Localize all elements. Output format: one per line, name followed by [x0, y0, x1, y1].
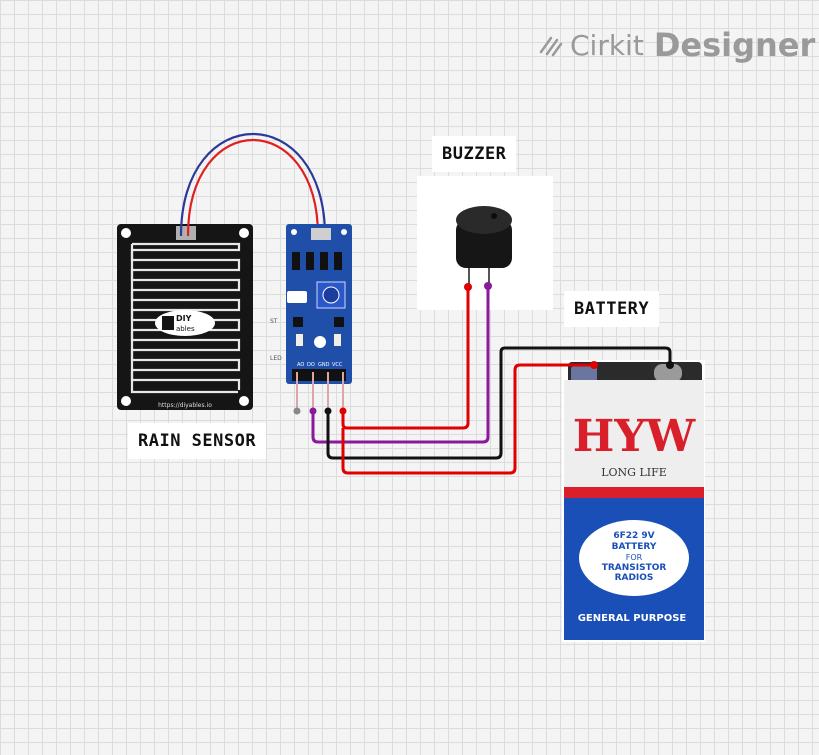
side-text-led: LED	[270, 355, 282, 362]
wire-buzzer-negative	[311, 286, 490, 444]
battery-line2: BATTERY	[612, 542, 657, 552]
wires	[311, 286, 672, 475]
pin-label-ao: AO	[297, 362, 304, 368]
wire-buzzer-positive	[341, 287, 470, 430]
battery-line1: 6F22 9V	[613, 531, 654, 541]
pin-label-gnd: GND	[318, 362, 330, 368]
plate-url: https://diyables.io	[158, 402, 212, 409]
battery-line3: FOR	[626, 553, 643, 562]
battery-line5: RADIOS	[615, 573, 654, 583]
plate-logo-top: DIY	[176, 314, 192, 323]
brand-name: Cirkit	[570, 28, 644, 62]
pin-label-do: DO	[307, 362, 315, 368]
battery-component[interactable]: HYW LONG LIFE 6F22 9V BATTERY FOR TRANSI…	[562, 360, 705, 642]
brand-product: Designer	[653, 26, 816, 64]
side-text-st: ST	[270, 318, 278, 325]
battery-line4: TRANSISTOR	[602, 563, 667, 573]
label-battery: BATTERY	[564, 291, 660, 327]
wire-battery-negative	[326, 346, 672, 460]
battery-tagline: LONG LIFE	[601, 466, 667, 479]
brand-logo: Cirkit Designer	[538, 26, 815, 64]
label-buzzer: BUZZER	[432, 136, 517, 172]
pin-ao[interactable]	[293, 407, 301, 415]
wire-battery-positive	[341, 363, 594, 475]
label-rain-sensor: RAIN SENSOR	[128, 423, 267, 459]
rain-sensor-plate[interactable]: DIY ables https://diyables.io	[117, 224, 253, 410]
cirkit-logo-icon	[539, 36, 563, 57]
plate-logo-bottom: ables	[176, 325, 195, 333]
battery-purpose: GENERAL PURPOSE	[578, 613, 687, 624]
pin-label-vcc: VCC	[332, 362, 343, 368]
sensor-cable	[179, 133, 327, 237]
rain-sensor-module[interactable]: ST LED AO DO GND VCC	[270, 224, 352, 410]
buzzer-component[interactable]	[417, 176, 553, 310]
battery-brand: HYW	[573, 411, 696, 462]
